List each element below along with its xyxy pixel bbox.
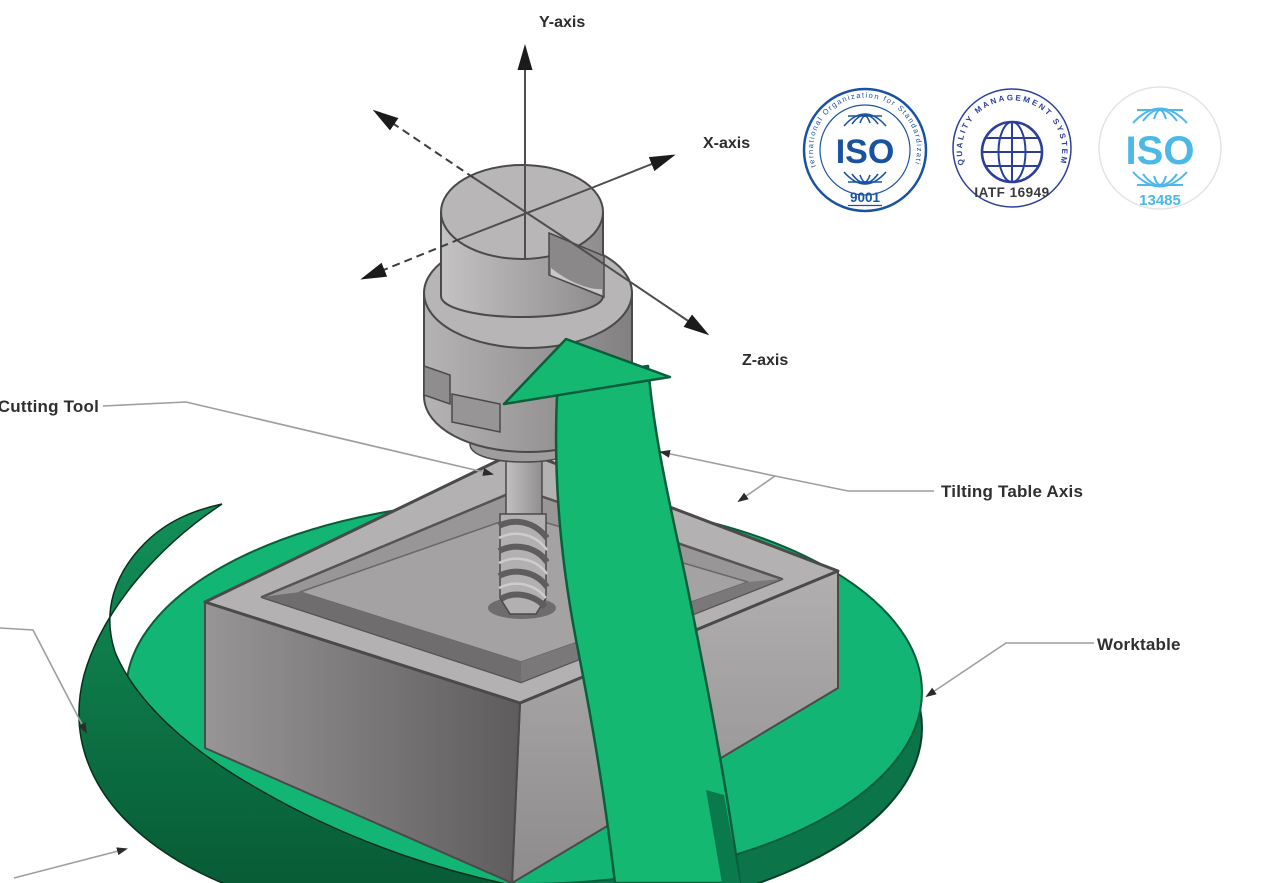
iatf-16949-badge: QUALITY MANAGEMENT SYSTEM IATF 16949	[952, 88, 1072, 208]
z-axis-line	[473, 177, 710, 336]
spindle-keyway-notch	[548, 231, 605, 299]
spindle-tab-left	[423, 364, 451, 406]
left-edge-leader	[0, 627, 87, 734]
iso-9001-number: 9001	[850, 190, 881, 205]
callout-annotations: Cutting Tool Tilting Table Axis Worktabl…	[0, 397, 1181, 879]
iso-9001-globe-bottom-icon	[843, 171, 887, 185]
iso-13485-number: 13485	[1139, 192, 1181, 209]
iso-9001-badge: International Organization for Standardi…	[802, 87, 928, 213]
spindle-head	[423, 164, 633, 463]
iatf-number: IATF 16949	[974, 185, 1049, 200]
end-mill-flutes	[497, 518, 550, 610]
cutting-tool-leader	[102, 401, 494, 476]
iso-13485-acronym: ISO	[1126, 129, 1195, 173]
x-axis-label: X-axis	[703, 135, 750, 152]
tilting-arrow-head	[502, 337, 672, 406]
iso-13485-globe-bottom-icon	[1132, 171, 1188, 188]
z-axis-label: Z-axis	[742, 352, 788, 369]
spindle-tab-front	[451, 393, 501, 433]
tilting-arrow-band	[554, 364, 742, 883]
iso-9001-acronym: ISO	[836, 133, 895, 171]
z-axis-negative-dashed-line	[372, 109, 475, 179]
iatf-globe-icon	[980, 120, 1044, 184]
spindle-keyway-lip	[551, 268, 602, 295]
iso-13485-globe-top-icon	[1132, 107, 1188, 124]
tilting-arrow-band-edge	[706, 790, 740, 883]
iso-9001-inner-ring	[819, 104, 911, 196]
coordinate-axes: Y-axis X-axis Z-axis	[360, 14, 788, 369]
pocket-front-left-wall	[262, 592, 521, 682]
certification-badges: International Organization for Standardi…	[802, 86, 1222, 213]
tilting-table-axis-label: Tilting Table Axis	[941, 482, 1083, 501]
tilting-axis-leader-branch	[737, 475, 776, 503]
iso-13485-badge: ISO 13485	[1098, 86, 1222, 210]
bottom-left-leader	[13, 847, 128, 879]
y-axis-label: Y-axis	[539, 14, 585, 31]
cutting-tool	[488, 444, 556, 619]
tilting-axis-arrow	[502, 337, 742, 883]
iso-13485-circle	[1098, 86, 1222, 210]
x-axis-line	[459, 154, 676, 240]
tilting-axis-leader	[659, 449, 934, 492]
cutting-tool-label: Cutting Tool	[0, 397, 99, 416]
worktable-leader	[925, 642, 1094, 698]
iso-9001-outer-ring	[802, 87, 928, 213]
x-axis-negative-dashed-line	[360, 238, 461, 280]
worktable-label: Worktable	[1097, 635, 1181, 654]
table-rotation-arrow	[78, 503, 506, 883]
iso-9001-globe-top-icon	[843, 113, 887, 127]
